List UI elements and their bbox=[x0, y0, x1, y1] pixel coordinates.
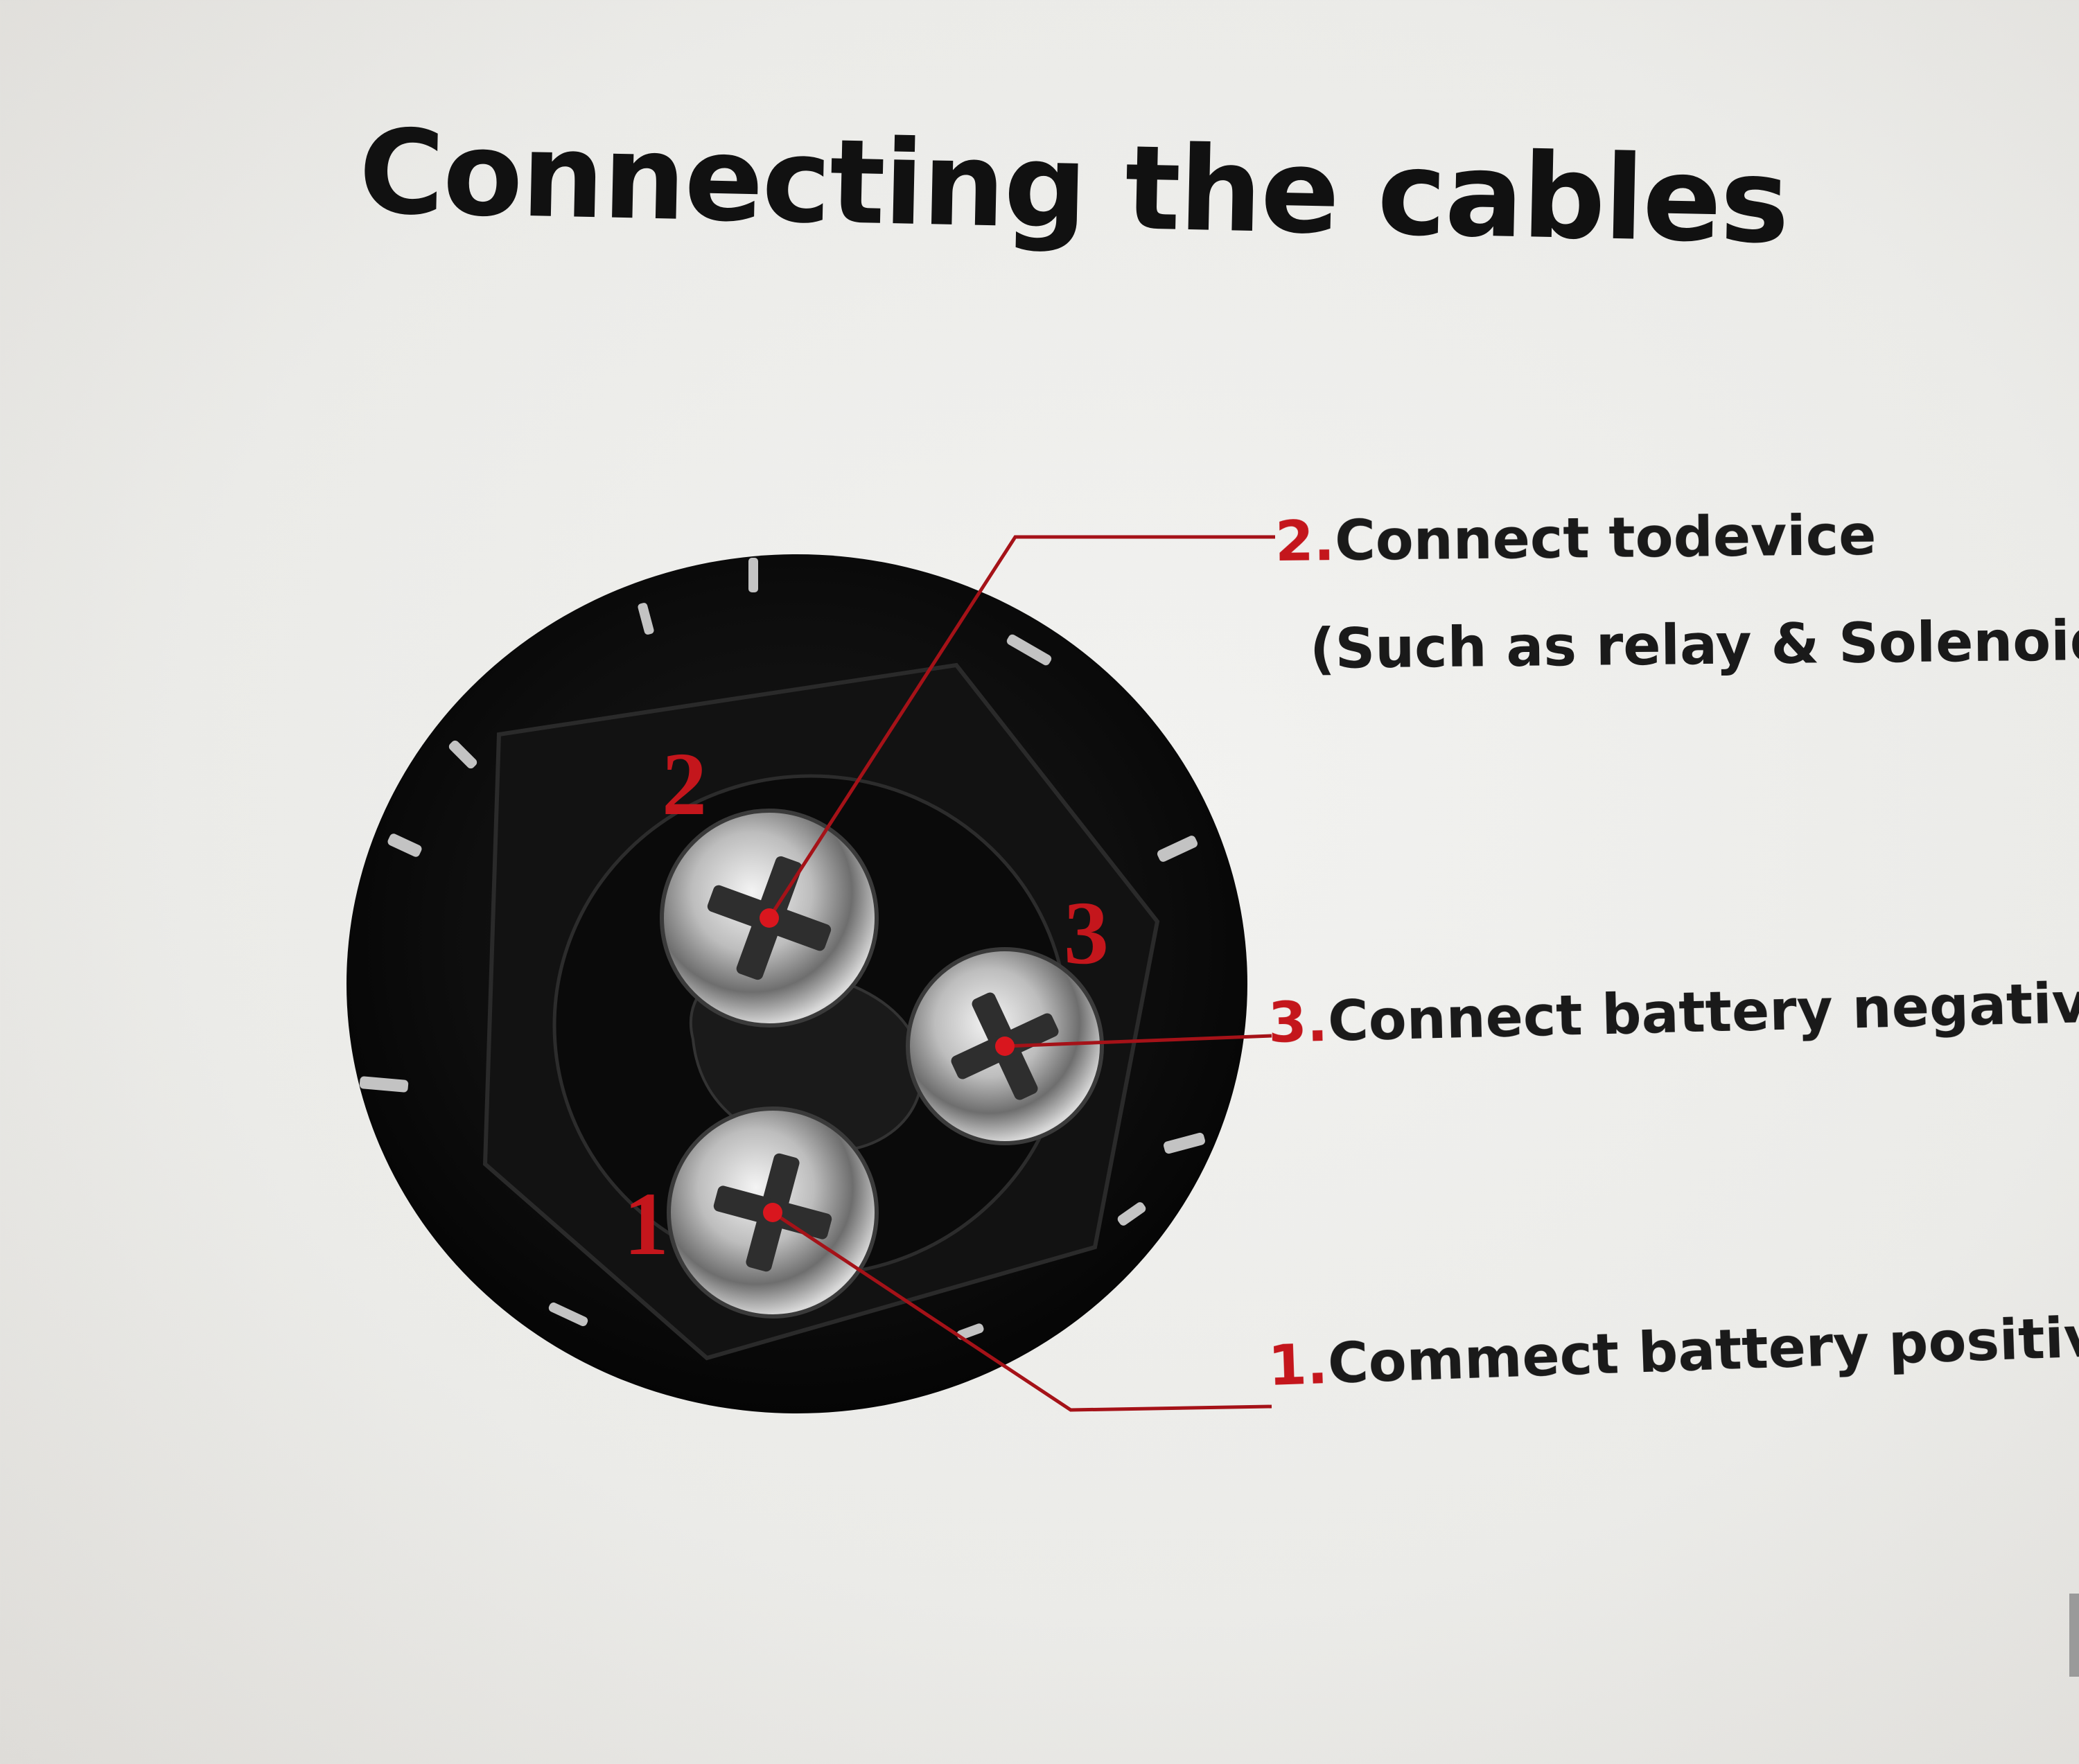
terminal-dot-2 bbox=[760, 908, 779, 928]
callout-number-2: 2 bbox=[1274, 509, 1315, 574]
callout-terminal-2: 2.Connect todevice bbox=[1275, 503, 1877, 574]
callout-number-1: 1 bbox=[1267, 1332, 1308, 1398]
callout-label-2: Connect todevice bbox=[1334, 502, 1877, 574]
screen-edge bbox=[2069, 1594, 2079, 1677]
callout-separator-3: . bbox=[1306, 989, 1329, 1055]
callout-separator-1: . bbox=[1306, 1332, 1329, 1397]
terminal-dot-3 bbox=[995, 1037, 1015, 1056]
terminal-dot-1 bbox=[763, 1203, 782, 1222]
callout-separator-2: . bbox=[1313, 509, 1335, 574]
callout-number-3: 3 bbox=[1267, 989, 1308, 1055]
leader-line-1 bbox=[771, 1210, 1272, 1412]
leader-line-2 bbox=[767, 535, 1275, 919]
leader-line-3 bbox=[1004, 1034, 1272, 1048]
terminal-number-1: 1 bbox=[624, 1174, 669, 1274]
callout-sublabel-2: (Such as relay & Solenoid) bbox=[1309, 608, 2079, 681]
terminal-number-2: 2 bbox=[662, 734, 707, 834]
terminal-number-3: 3 bbox=[1064, 883, 1109, 983]
